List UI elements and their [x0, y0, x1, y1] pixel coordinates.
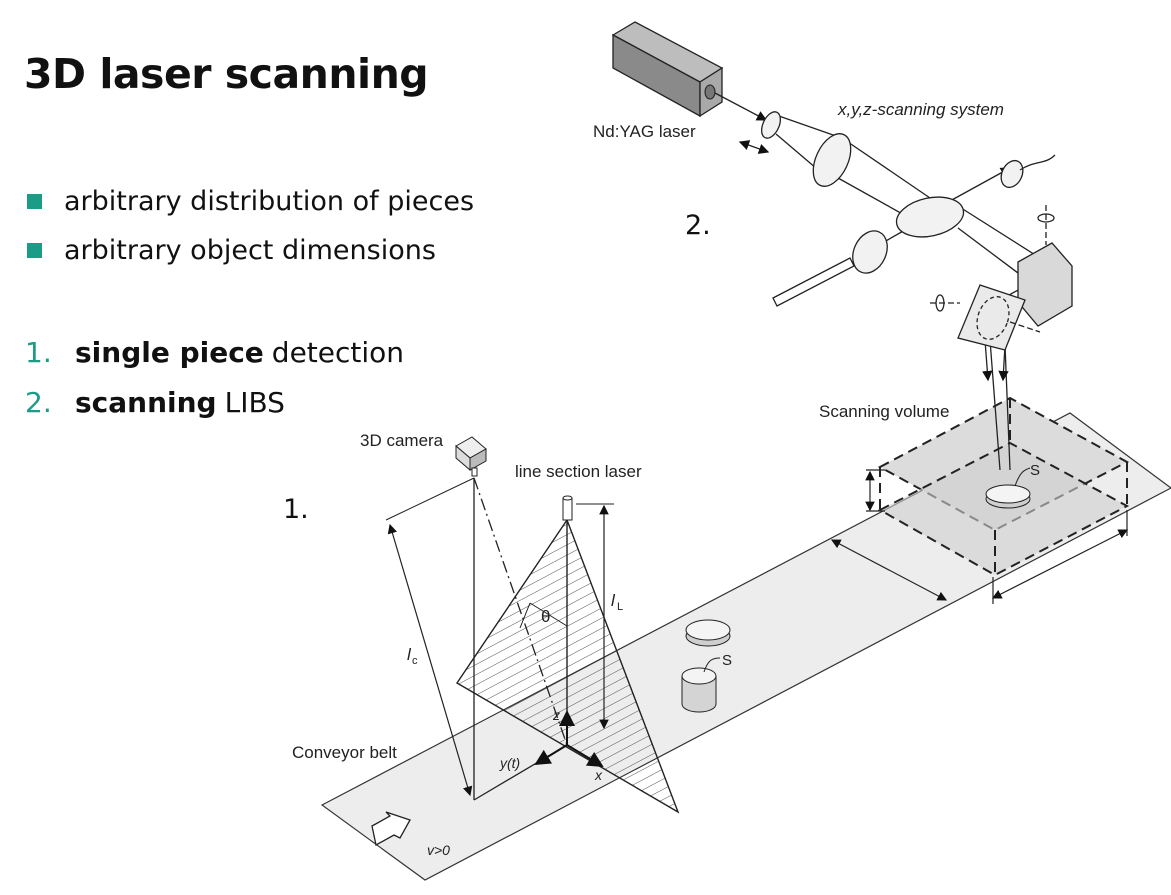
item-text: LIBS: [224, 386, 285, 419]
camera-icon: [455, 436, 487, 477]
sample-label: S: [1030, 462, 1040, 479]
laser-length-label: l: [611, 591, 616, 610]
volume-dimension-lines: [830, 469, 1129, 604]
conveyor-belt-label: Conveyor belt: [292, 743, 397, 762]
scanning-system-label: x,y,z-scanning system: [837, 100, 1004, 119]
bullet-square-icon: [27, 194, 42, 209]
sample-cylinder-icon: [681, 667, 717, 713]
scanner-mirror-icon: [930, 205, 1073, 351]
velocity-label: v>0: [427, 842, 450, 858]
camera-length-label: l: [407, 645, 412, 664]
line-laser-label: line section laser: [515, 462, 642, 481]
step-2-label: 2.: [685, 210, 711, 241]
conveyor-direction-arrow-icon: [371, 811, 411, 846]
sample-disc-icon: [985, 484, 1031, 509]
bullet-square-icon: [27, 243, 42, 258]
nd-yag-laser-icon: [611, 21, 724, 118]
fiber-cable-icon: [772, 154, 1056, 307]
bullet-item: arbitrary distribution of pieces: [27, 186, 474, 217]
camera-label: 3D camera: [360, 431, 444, 450]
bullet-text: arbitrary object dimensions: [64, 235, 436, 266]
item-text: detection: [271, 336, 405, 369]
item-bold-text: scanning: [75, 386, 217, 419]
item-number: 2.: [25, 386, 52, 419]
sample-label: S: [722, 652, 732, 669]
scanning-volume-label: Scanning volume: [819, 402, 949, 421]
item-number: 1.: [25, 336, 52, 369]
laser-light-sheet: [456, 518, 680, 814]
camera-length-subscript: c: [412, 655, 418, 667]
sample-flat-icon: [685, 619, 731, 647]
item-bold-text: single piece: [75, 336, 264, 369]
step-1-label: 1.: [283, 494, 309, 525]
laser-length-subscript: L: [617, 601, 623, 613]
z-axis-label: z: [552, 707, 560, 723]
numbered-item: 2. scanning LIBS: [25, 386, 285, 419]
theta-label: θ: [541, 607, 550, 626]
nd-yag-laser-label: Nd:YAG laser: [593, 122, 696, 141]
line-laser-icon: [562, 495, 573, 521]
bullet-item: arbitrary object dimensions: [27, 235, 436, 266]
optics-lenses-icon: [760, 111, 1024, 274]
x-axis-label: x: [594, 767, 603, 783]
coordinate-axes: [534, 710, 604, 768]
y-axis-label: y(t): [499, 755, 520, 771]
numbered-item: 1. single piece detection: [25, 336, 404, 369]
slide-title: 3D laser scanning: [24, 50, 429, 98]
bullet-text: arbitrary distribution of pieces: [64, 186, 475, 217]
